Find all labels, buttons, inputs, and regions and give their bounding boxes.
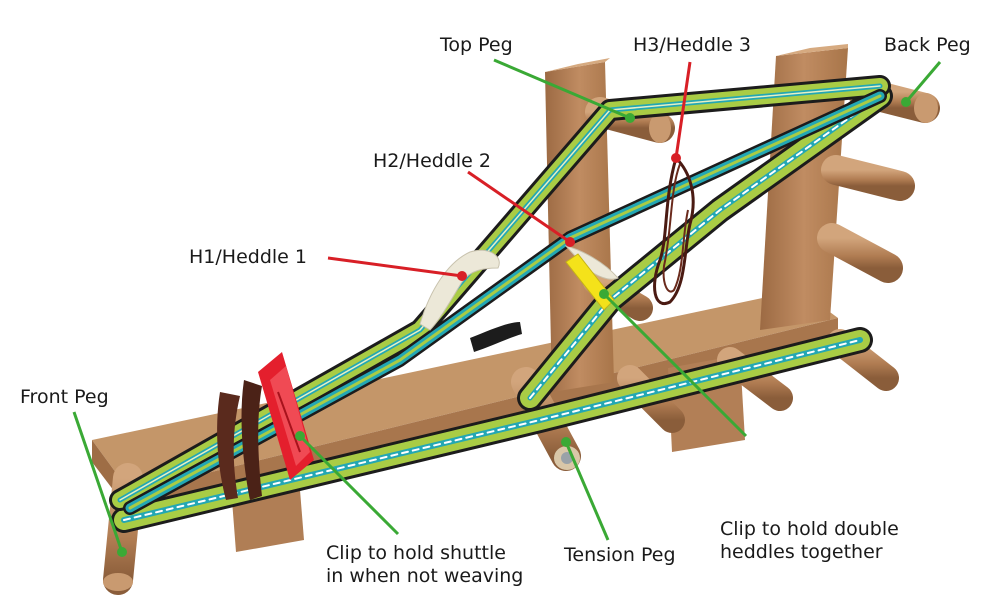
- h1-label: H1/Heddle 1: [189, 246, 307, 268]
- top-peg-leader: [493, 58, 635, 123]
- clip-shuttle-label: Clip to hold shuttle in when not weaving: [326, 542, 523, 588]
- clips: [217, 253, 615, 500]
- lower-warp-shed: [123, 89, 887, 515]
- h2-leader: [467, 170, 575, 247]
- back-upright-top: [776, 44, 848, 56]
- woven-band-lower: [111, 327, 873, 533]
- clip-heddles-label-line1: Clip to hold double: [720, 518, 899, 540]
- front-peg-leader: [72, 411, 127, 557]
- clip-shuttle-leader: [295, 431, 400, 536]
- centre-upright-top: [545, 58, 610, 72]
- clip-shuttle-label-line1: Clip to hold shuttle: [326, 542, 506, 564]
- clip-heddles-leader: [599, 289, 748, 438]
- upper-warp: [109, 75, 891, 511]
- loom-frame: [92, 44, 848, 552]
- back-peg-leader: [901, 61, 942, 107]
- shuttle: [217, 380, 262, 500]
- heddle-3-loop: [653, 156, 695, 306]
- clip-shuttle-label-line2: in when not weaving: [326, 565, 524, 587]
- back-peg-label: Back Peg: [884, 34, 971, 56]
- side-peg-1: [821, 155, 915, 201]
- side-peg-2: [817, 223, 903, 283]
- heddle-1-strings: [419, 249, 500, 331]
- clip-heddles-label: Clip to hold double heddles together: [720, 518, 899, 564]
- tension-peg-leader: [561, 437, 610, 541]
- warp-threads: [109, 75, 893, 533]
- heddle-3-loop-inner: [662, 163, 689, 293]
- tension-to-back-band: [517, 83, 893, 411]
- clip-heddles-label-line2: heddles together: [720, 541, 883, 563]
- tension-peg-label: Tension Peg: [564, 544, 676, 566]
- shuttle-back: [470, 322, 522, 352]
- h2-label: H2/Heddle 2: [373, 150, 491, 172]
- h3-label: H3/Heddle 3: [633, 34, 751, 56]
- front-peg-label: Front Peg: [20, 386, 109, 408]
- heddles: [419, 156, 695, 331]
- h1-leader: [327, 256, 467, 281]
- h3-leader: [671, 61, 692, 163]
- leader-lines: [72, 58, 942, 557]
- front-foot: [232, 490, 304, 552]
- top-peg-label: Top Peg: [440, 34, 513, 56]
